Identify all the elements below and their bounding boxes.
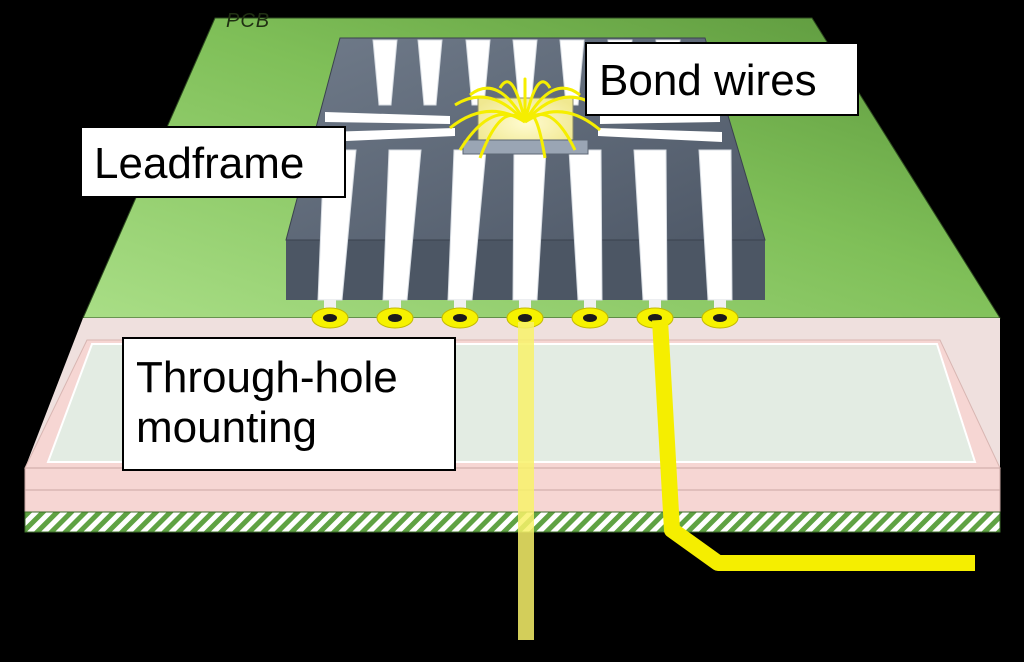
bond-wire: [449, 109, 526, 130]
solder-hole: [388, 314, 402, 322]
bond-wire: [523, 80, 552, 123]
trace-right: [652, 319, 975, 571]
lead: [698, 149, 733, 301]
solder-pads: [311, 307, 739, 329]
pcb-ground-plane-hatch: [24, 511, 1001, 533]
bond-wires-callout: Bond wires: [585, 42, 859, 116]
lead: [568, 149, 603, 301]
through-hole-label-line1: Through-hole: [136, 353, 398, 402]
solder-hole: [323, 314, 337, 322]
lead: [598, 128, 722, 142]
bond-wire: [524, 110, 601, 132]
through-hole-callout: Through-hole mounting: [122, 337, 456, 471]
lead: [382, 149, 422, 301]
through-hole-traces: [518, 319, 975, 640]
bond-wire: [469, 86, 527, 123]
lead: [325, 112, 450, 124]
lead: [325, 128, 455, 142]
bond-wires-label: Bond wires: [599, 56, 817, 105]
pcb-label: PCB: [226, 10, 271, 32]
solder-hole: [518, 314, 532, 322]
bond-wire: [523, 86, 581, 123]
solder-hole: [583, 314, 597, 322]
bond-wire: [498, 80, 527, 123]
solder-hole: [713, 314, 727, 322]
solder-hole: [453, 314, 467, 322]
bond-wire: [454, 95, 527, 124]
lead: [372, 39, 398, 106]
solder-hole: [648, 314, 662, 322]
bond-wires: [449, 77, 601, 159]
leadframe-callout: Leadframe: [80, 126, 346, 198]
through-hole-label-line2: mounting: [136, 403, 318, 452]
front-leads: [317, 149, 733, 316]
lead: [633, 149, 668, 301]
lead: [417, 39, 443, 106]
leadframe-label: Leadframe: [94, 139, 305, 188]
